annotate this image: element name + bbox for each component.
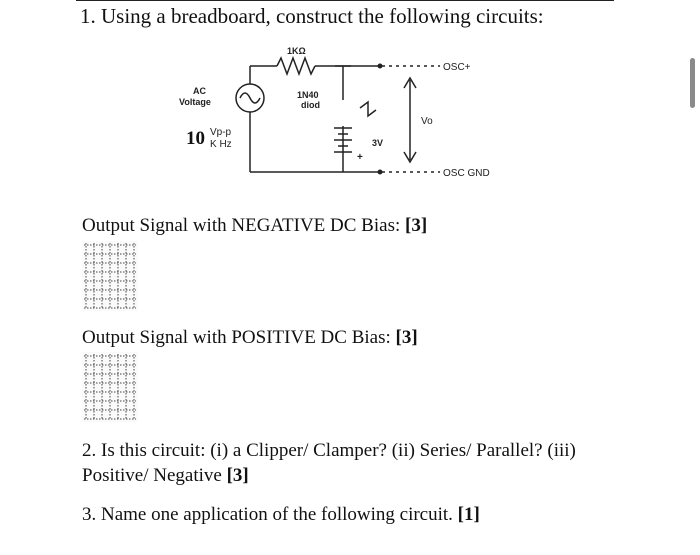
top-rule: [76, 0, 614, 1]
negative-bias-drawing-grid: [82, 241, 138, 311]
positive-bias-heading: Output Signal with POSITIVE DC Bias: [3]: [82, 327, 418, 349]
question-2: 2. Is this circuit: (i) a Clipper/ Clamp…: [82, 438, 682, 488]
diode-symbol: [359, 100, 377, 118]
question-3: 3. Name one application of the following…: [82, 504, 480, 526]
diode-label-line2: diod: [301, 100, 320, 110]
amplitude-unit: Vp-p: [210, 127, 232, 138]
terminal-top: [377, 63, 383, 69]
diode-label-line1: 1N40: [297, 90, 319, 100]
question-2-line1: 2. Is this circuit: (i) a Clipper/ Clamp…: [82, 440, 576, 461]
question-2-line2: Positive/ Negative: [82, 465, 222, 486]
positive-bias-label: Output Signal with POSITIVE DC Bias:: [82, 327, 391, 348]
question-3-marks: [1]: [457, 504, 480, 525]
vo-arrow-down: [403, 151, 417, 164]
question-2-line2-wrap: Positive/ Negative [3]: [82, 463, 682, 488]
battery-plus-sign: +: [357, 152, 363, 163]
positive-bias-drawing-grid: [82, 352, 138, 422]
resistor-symbol: [276, 55, 316, 77]
frequency-unit: K Hz: [210, 139, 232, 150]
resistor-label: 1KΩ: [287, 46, 306, 56]
vo-arrow-up: [403, 76, 417, 89]
negative-bias-marks: [3]: [405, 215, 428, 236]
question-2-marks: [3]: [226, 465, 249, 486]
battery-label: 3V: [372, 138, 383, 148]
clamper-circuit-diagram: 1KΩ AC Voltage 10 Vp-p K Hz 1N40 diod 3V…: [179, 46, 490, 179]
output-label: Vo: [421, 116, 433, 127]
negative-bias-label: Output Signal with NEGATIVE DC Bias:: [82, 215, 401, 236]
amplitude-value: 10: [186, 128, 205, 149]
question-3-text: 3. Name one application of the following…: [82, 504, 453, 525]
sine-wave-icon: [239, 92, 261, 104]
source-label-ac: AC: [193, 86, 206, 96]
negative-bias-heading: Output Signal with NEGATIVE DC Bias: [3]: [82, 215, 427, 237]
source-label-voltage: Voltage: [179, 97, 211, 107]
terminal-bottom: [377, 169, 383, 175]
vertical-scrollbar[interactable]: [690, 58, 695, 108]
question-1-text: 1. Using a breadboard, construct the fol…: [80, 4, 544, 28]
positive-bias-marks: [3]: [395, 327, 418, 348]
osc-gnd-label: OSC GND: [443, 168, 490, 179]
osc-plus-label: OSC+: [443, 62, 471, 73]
